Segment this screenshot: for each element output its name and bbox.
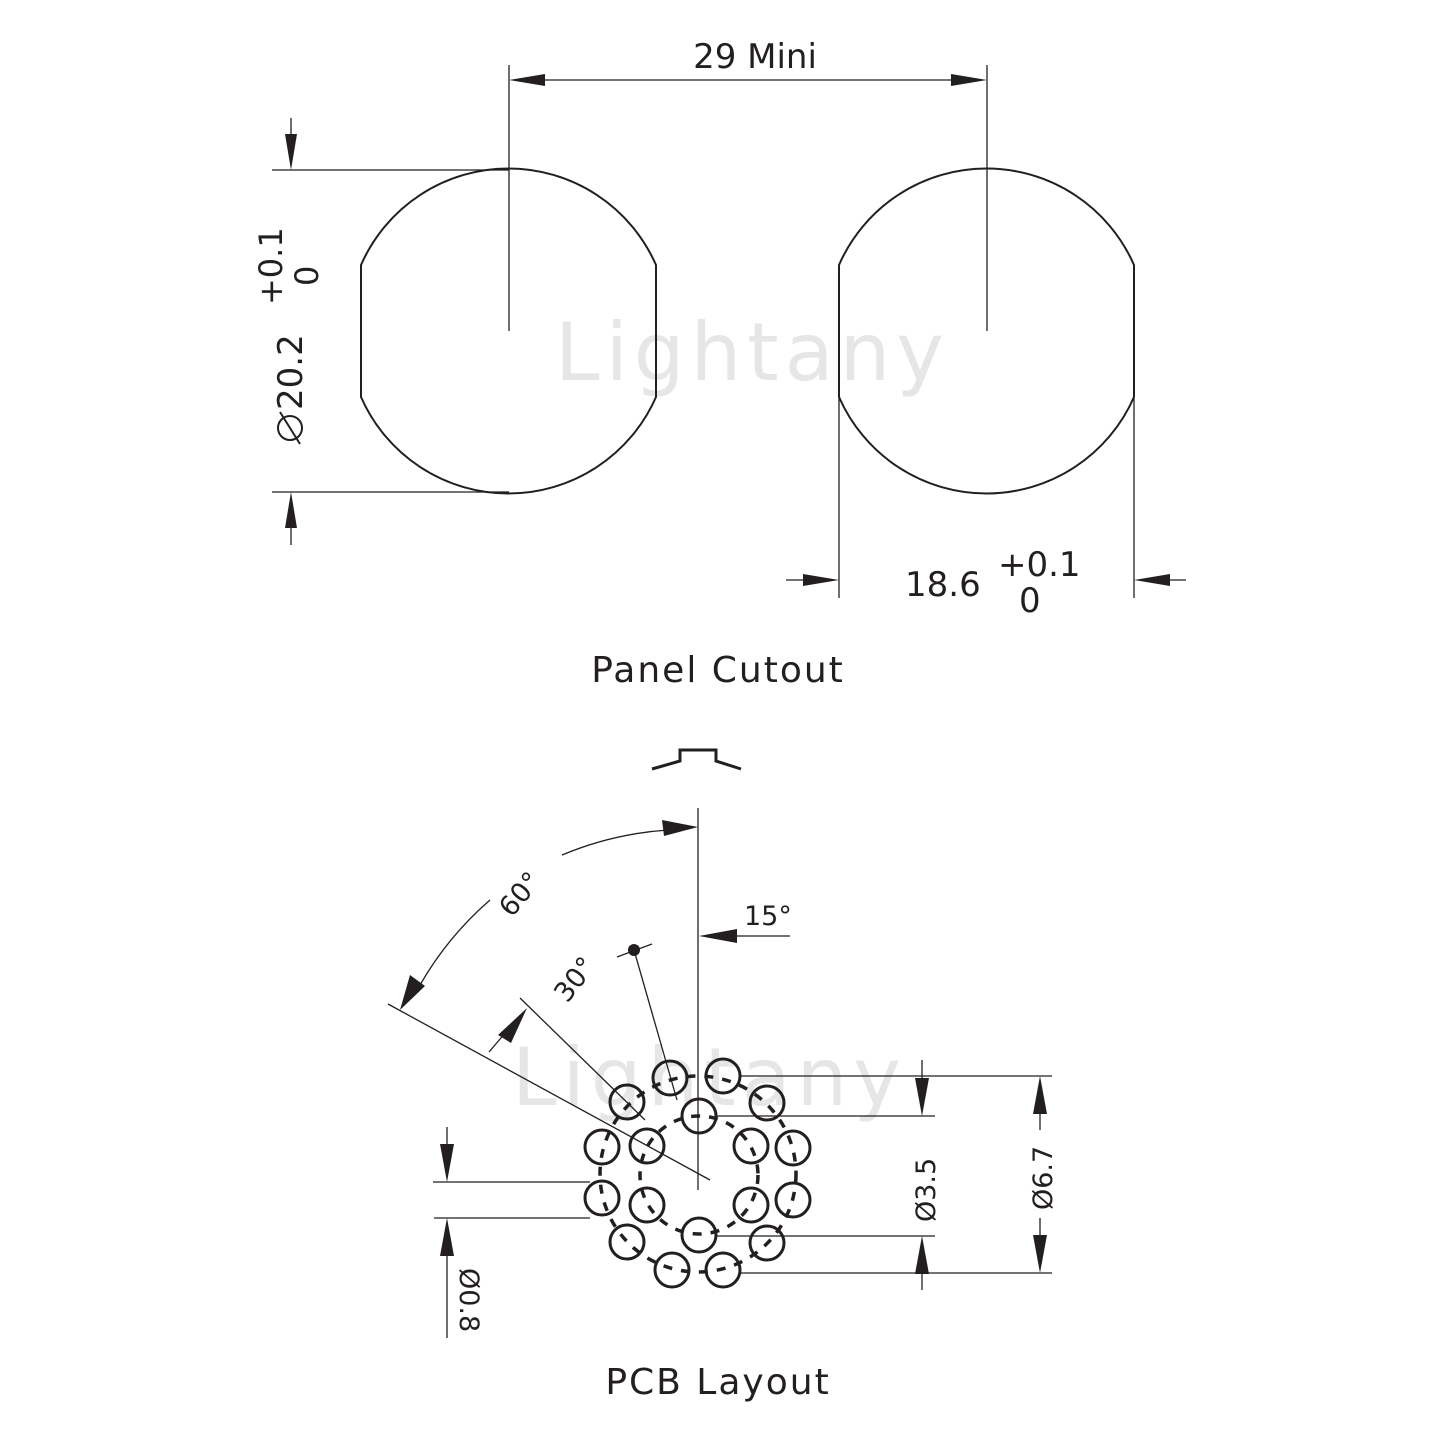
panel-cutout-section: [272, 65, 1186, 598]
hole: [748, 1224, 786, 1262]
angle-30-label-group: 30°: [548, 951, 602, 1008]
hole: [653, 1251, 691, 1289]
hole: [732, 1186, 770, 1224]
flat-label: 18.6: [905, 565, 981, 605]
key-notch-icon: [651, 748, 742, 771]
arrow-down-icon: [285, 134, 297, 170]
hole: [628, 1127, 666, 1165]
diameter-slash: [279, 411, 301, 445]
outer-ring-holes: [583, 1057, 812, 1289]
pcb-layout-section: [387, 748, 1052, 1338]
hole: [583, 1179, 621, 1217]
hole: [732, 1127, 770, 1165]
angle-60-label: 60°: [493, 866, 548, 923]
hole: [680, 1216, 718, 1254]
hole: [628, 1186, 666, 1224]
hole: [704, 1251, 742, 1289]
arrow-left-icon: [1134, 574, 1170, 586]
arrow-right-icon: [803, 574, 839, 586]
arrow-60-end-icon: [662, 820, 698, 836]
arrow-15-icon: [699, 929, 737, 943]
inner-dia-label: Ø3.5: [911, 1158, 942, 1222]
arrow-up-icon: [1033, 1076, 1047, 1114]
hole: [651, 1059, 689, 1097]
hole: [774, 1129, 812, 1167]
diameter-tol-upper-group: +0.1: [252, 227, 290, 305]
hole: [583, 1128, 621, 1166]
diameter-value: 20.2: [271, 334, 311, 410]
ray-15: [633, 949, 678, 1101]
arrow-up-icon: [285, 492, 297, 528]
ray-30: [519, 997, 646, 1121]
diameter-tol-lower-group: 0: [288, 266, 326, 286]
arrow-up-icon: [440, 1218, 454, 1256]
outer-dia-label-group: Ø6.7: [1028, 1146, 1059, 1210]
hole-dia-label-group: Ø0.8: [453, 1268, 484, 1332]
angle-15-label: 15°: [744, 901, 792, 932]
arc-60-lower: [419, 899, 491, 986]
arrow-up-icon: [915, 1236, 929, 1274]
hole: [608, 1083, 646, 1121]
hole: [774, 1181, 812, 1219]
arrow-down-icon: [1033, 1235, 1047, 1273]
flat-tol-upper: +0.1: [998, 545, 1081, 585]
diameter-tol-upper: +0.1: [252, 227, 290, 305]
pcb-layout-title: PCB Layout: [605, 1362, 830, 1403]
cutout-left: [360, 167, 657, 495]
spacing-label: 29 Mini: [693, 37, 817, 77]
hole: [748, 1084, 786, 1122]
hole-dia-label: Ø0.8: [453, 1268, 484, 1332]
ray-60: [387, 1003, 711, 1181]
flat-tol-lower: 0: [1019, 581, 1041, 621]
panel-cutout-title: Panel Cutout: [591, 650, 845, 691]
inner-dia-label-group: Ø3.5: [911, 1158, 942, 1222]
diameter-symbol-icon: [277, 415, 303, 441]
arrow-down-icon: [915, 1078, 929, 1116]
arrow-60-start-icon: [400, 975, 425, 1010]
diameter-tol-lower: 0: [288, 266, 326, 286]
arrow-30-icon: [498, 1008, 527, 1043]
outer-dia-label: Ø6.7: [1028, 1146, 1059, 1210]
outer-pitch-circle: [598, 1074, 798, 1274]
hole: [608, 1223, 646, 1261]
arrow-down-icon: [440, 1144, 454, 1182]
angle-30-label: 30°: [548, 951, 602, 1008]
arrow-right-icon: [951, 74, 987, 86]
inner-ring-holes: [628, 1097, 770, 1254]
angle-60-label-group: 60°: [493, 866, 548, 923]
arrow-left-icon: [509, 74, 545, 86]
diameter-label-group: 20.2: [271, 334, 311, 445]
arc-60: [561, 829, 669, 856]
inner-pitch-circle: [638, 1114, 760, 1236]
ray-15-dot: [628, 944, 640, 956]
watermark-top: Lightany: [555, 306, 950, 399]
